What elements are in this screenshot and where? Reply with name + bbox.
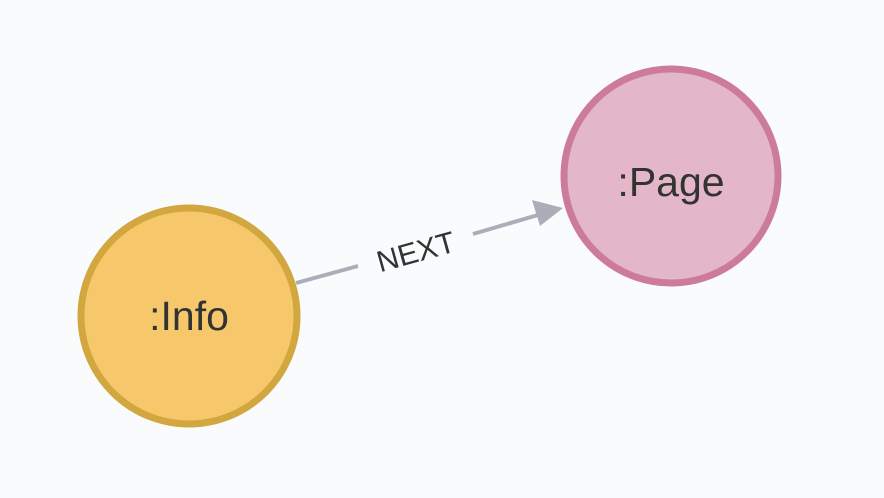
node-info-circle[interactable] xyxy=(77,204,301,428)
node-info[interactable]: :Info xyxy=(77,204,301,428)
relationship-label-next: NEXT xyxy=(373,226,459,279)
node-page-label: :Page xyxy=(617,159,724,205)
node-info-label: :Info xyxy=(149,293,229,339)
node-page[interactable]: :Page xyxy=(560,65,782,287)
relationship-arrowhead xyxy=(532,200,563,226)
node-page-circle[interactable] xyxy=(560,65,782,287)
relationship-line-start[interactable] xyxy=(295,264,359,285)
relationship-line-end[interactable] xyxy=(472,213,539,236)
relationship-next[interactable]: NEXT xyxy=(295,200,563,285)
